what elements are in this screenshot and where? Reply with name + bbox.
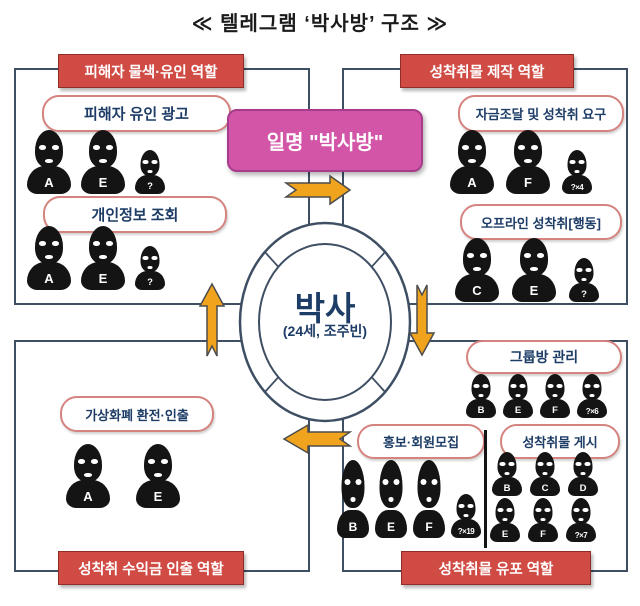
masked-person-icon: ?×7 <box>566 498 596 542</box>
masked-person-icon: ?×6 <box>577 374 607 418</box>
masked-person-icon: F <box>413 460 445 538</box>
pill-offline-abuse: 오프라인 성착취[행동] <box>460 204 622 240</box>
masked-person-icon: A <box>66 444 110 508</box>
pill-victim-lure-ad: 피해자 유인 광고 <box>42 95 231 132</box>
masked-person-icon: F <box>528 498 558 542</box>
masked-person-icon: E <box>136 444 180 508</box>
masked-person-icon: ? <box>135 246 165 290</box>
flow-arrow-left-icon <box>282 423 352 455</box>
masked-person-icon: E <box>503 374 533 418</box>
flow-arrow-down-icon <box>408 284 436 357</box>
diagram-title: ≪ 텔레그램 ‘박사방’ 구조 ≫ <box>191 13 449 35</box>
masked-person-icon: B <box>492 452 522 496</box>
pill-promotion-recruiting: 홍보·회원모집 <box>357 424 485 459</box>
pill-personal-info-lookup: 개인정보 조회 <box>43 196 227 233</box>
masked-person-icon: A <box>27 226 71 290</box>
masked-person-icon: C <box>530 452 560 496</box>
masked-person-icon: A <box>27 130 71 194</box>
pill-material-posting: 성착취물 게시 <box>500 424 620 459</box>
boss-detail-text: (24세, 조주빈) <box>282 323 368 339</box>
flow-arrow-right-icon <box>284 174 352 206</box>
masked-person-icon: F <box>506 130 550 194</box>
masked-person-icon: A <box>450 130 494 194</box>
masked-person-icon: C <box>455 238 499 302</box>
role-header-top-right: 성착취물 제작 역할 <box>400 54 574 88</box>
pill-crypto-withdrawal: 가상화폐 환전·인출 <box>60 396 214 432</box>
masked-person-icon: ? <box>135 150 165 194</box>
masked-person-icon: ?×19 <box>451 494 481 538</box>
masked-person-icon: E <box>512 238 556 302</box>
masked-person-icon: B <box>466 374 496 418</box>
masked-person-icon: E <box>375 460 407 538</box>
masked-person-icon: E <box>490 498 520 542</box>
masked-person-icon: ?×4 <box>562 150 592 194</box>
flow-arrow-up-icon <box>198 282 226 357</box>
pill-groupchat-management: 그룹방 관리 <box>466 340 622 374</box>
role-header-top-left: 피해자 물색·유인 역할 <box>58 54 244 88</box>
center-hub-ring <box>238 221 412 423</box>
masked-person-icon: F <box>540 374 570 418</box>
group-divider-line <box>484 430 487 548</box>
role-header-bottom-right: 성착취물 유포 역할 <box>401 551 591 585</box>
masked-person-icon: ? <box>569 258 599 302</box>
pill-funding-demand: 자금조달 및 성착취 요구 <box>458 95 624 132</box>
room-alias-box: 일명 "박사방" <box>227 109 423 172</box>
role-header-bottom-left: 성착취 수익금 인출 역할 <box>58 551 244 585</box>
masked-person-icon: B <box>337 460 369 538</box>
boss-alias-text: 박사 <box>294 290 356 327</box>
masked-person-icon: E <box>81 226 125 290</box>
masked-person-icon: D <box>568 452 598 496</box>
masked-person-icon: E <box>81 130 125 194</box>
